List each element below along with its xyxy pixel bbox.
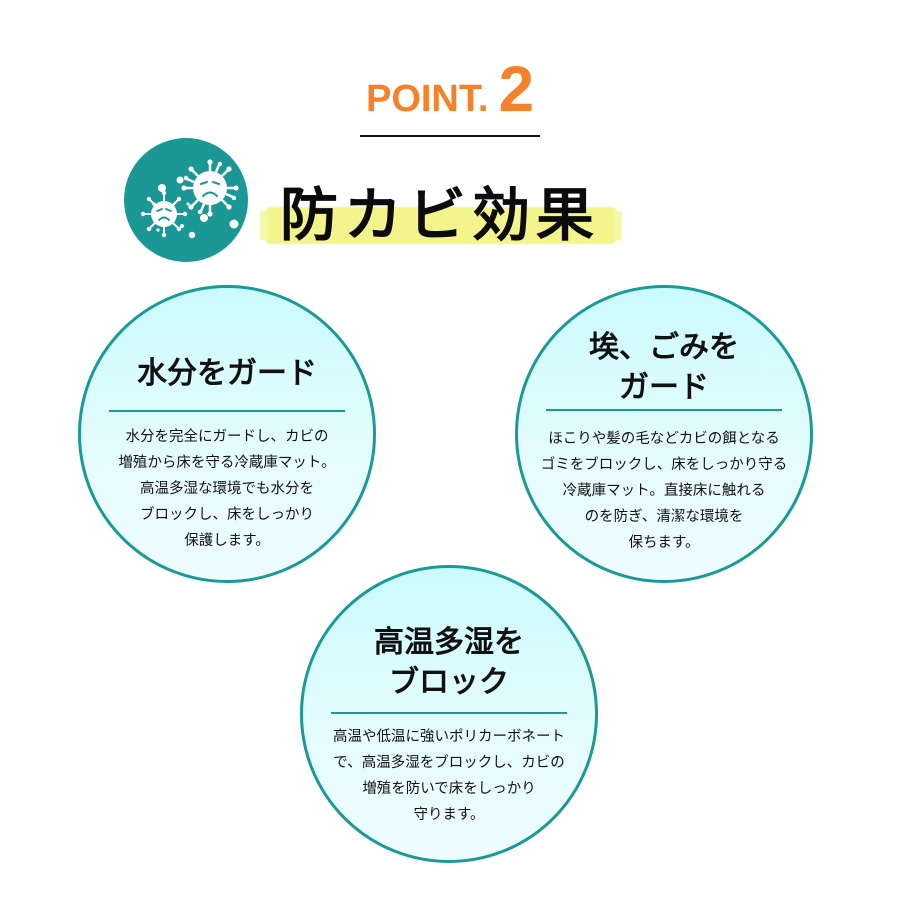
- feature-description-line: 高温や低温に強いポリカーボネート: [333, 729, 565, 745]
- feature-description-line: ゴミをブロックし、床をしっかり守る: [540, 457, 788, 473]
- feature-title-line: 埃、ごみを: [589, 330, 739, 365]
- point-number: 2: [498, 53, 535, 125]
- feature-description-line: 冷蔵庫マット。直接床に触れる: [562, 483, 766, 499]
- point-label: POINT.: [365, 78, 489, 120]
- feature-description-line: 守ります。: [413, 807, 485, 823]
- feature-description-line: 水分を完全にガードし、カビの: [125, 429, 329, 445]
- page-title: 防カビ効果: [279, 181, 600, 249]
- feature-description: 高温や低温に強いポリカーボネート で、高温多湿をブロックし、カビの 増殖を防いで…: [303, 724, 595, 828]
- feature-description: 水分を完全にガードし、カビの 増殖から床を守る冷蔵庫マット。 高温多湿な環境でも…: [81, 424, 373, 554]
- feature-title-line: ブロック: [389, 665, 509, 700]
- feature-description-line: 増殖を防いで床をしっかり: [362, 781, 536, 797]
- feature-description-line: 増殖から床を守る冷蔵庫マット。: [118, 455, 336, 471]
- title-highlight: [260, 207, 622, 244]
- feature-description-line: で、高温多湿をブロックし、カビの: [333, 755, 565, 771]
- feature-title-line: 水分をガード: [137, 356, 317, 391]
- feature-divider: [109, 410, 345, 412]
- feature-description-line: ほこりや髪の毛などカビの餌となる: [548, 431, 780, 447]
- feature-title: 埃、ごみを ガード: [518, 328, 810, 408]
- feature-circle-humidity-block: 高温多湿を ブロック 高温や低温に強いポリカーボネート で、高温多湿をブロックし…: [300, 565, 598, 863]
- feature-divider: [331, 712, 567, 714]
- feature-description-line: 保ちます。: [628, 535, 700, 551]
- feature-description-line: 保護します。: [184, 533, 270, 549]
- feature-divider: [546, 409, 782, 411]
- feature-circle-moisture-guard: 水分をガード 水分を完全にガードし、カビの 増殖から床を守る冷蔵庫マット。 高温…: [78, 285, 376, 583]
- feature-title-line: 高温多湿を: [374, 625, 524, 660]
- feature-title-line: ガード: [619, 370, 709, 405]
- heading-divider: [360, 135, 540, 137]
- feature-description-line: のを防ぎ、清潔な環境を: [584, 509, 744, 525]
- virus-icon: [124, 138, 248, 262]
- feature-description-line: ブロックし、床をしっかり: [140, 507, 314, 523]
- feature-title: 高温多湿を ブロック: [303, 623, 595, 703]
- feature-description: ほこりや髪の毛などカビの餌となる ゴミをブロックし、床をしっかり守る 冷蔵庫マッ…: [518, 426, 810, 556]
- feature-description-line: 高温多湿な環境でも水分を: [140, 481, 314, 497]
- point-heading: POINT.2: [0, 52, 900, 126]
- feature-circle-dust-guard: 埃、ごみを ガード ほこりや髪の毛などカビの餌となる ゴミをブロックし、床をしっ…: [515, 285, 813, 583]
- feature-title: 水分をガード: [81, 354, 373, 394]
